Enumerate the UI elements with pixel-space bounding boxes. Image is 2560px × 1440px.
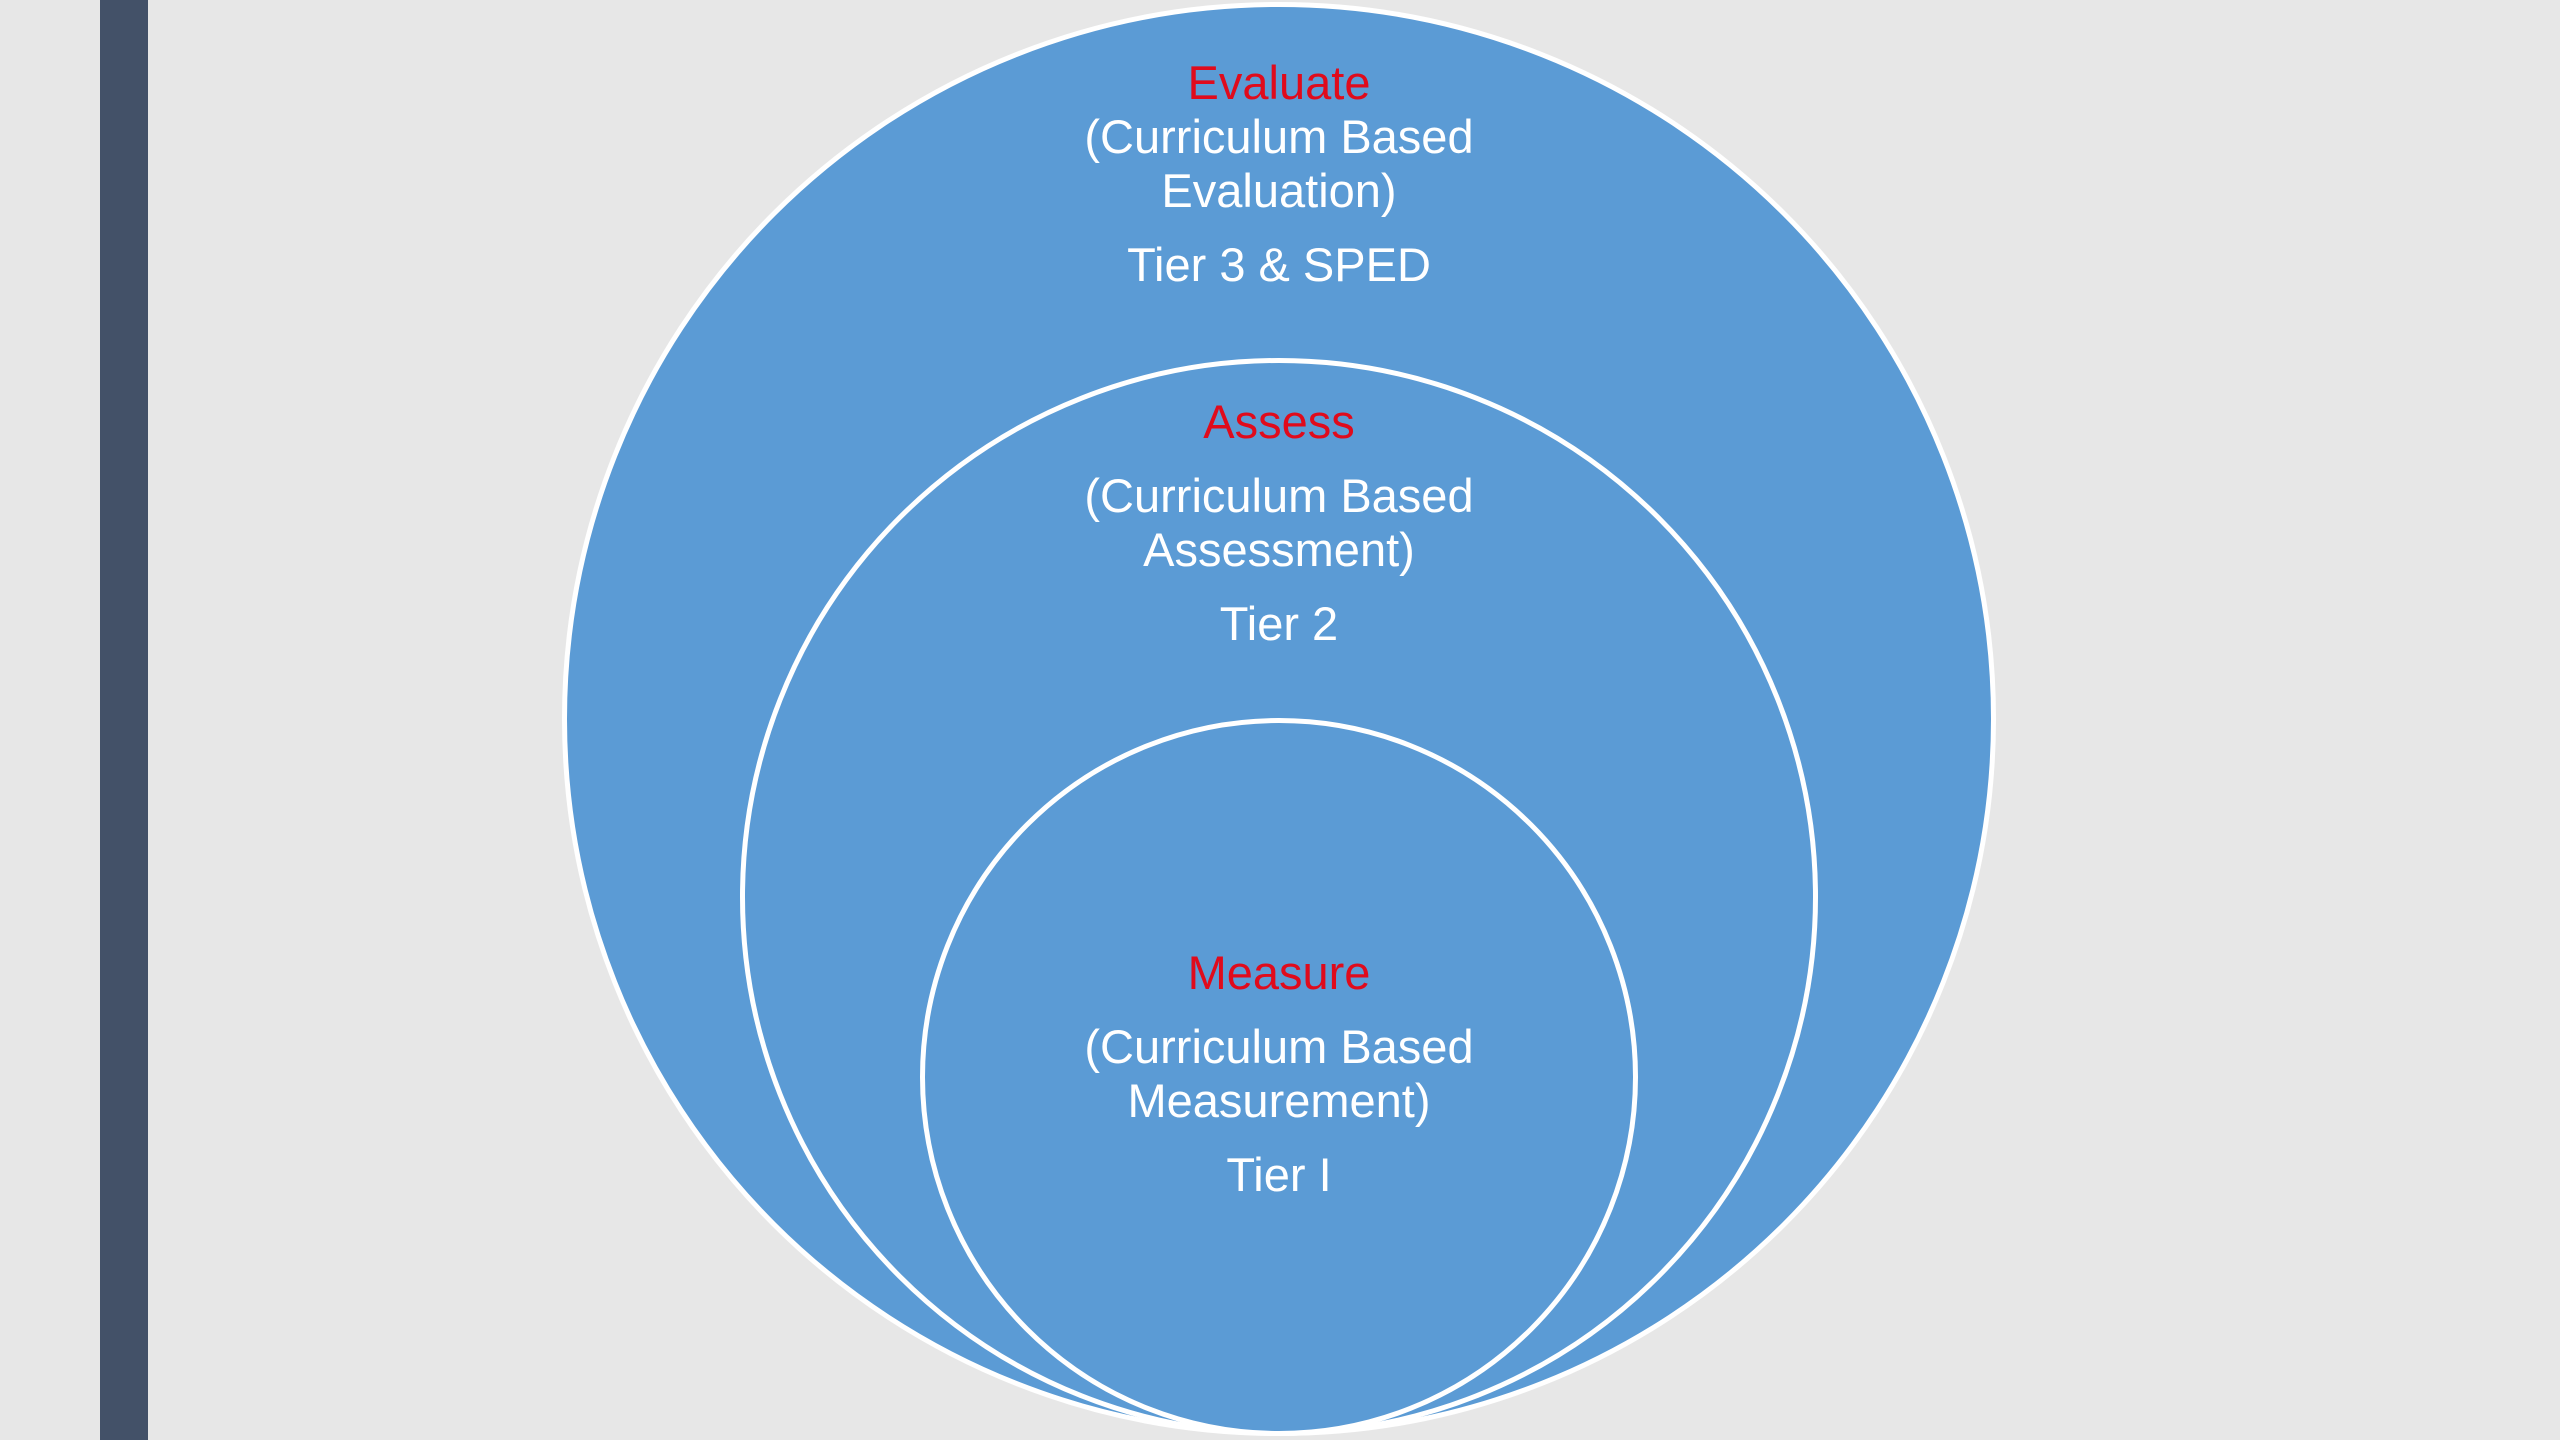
inner-circle-label: Measure (Curriculum Based Measurement) T…	[979, 946, 1579, 1202]
middle-circle-label: Assess (Curriculum Based Assessment) Tie…	[979, 395, 1579, 651]
outer-heading: Evaluate	[1187, 56, 1371, 109]
middle-description: (Curriculum Based Assessment)	[1084, 469, 1474, 576]
outer-circle-label: Evaluate (Curriculum Based Evaluation) T…	[979, 56, 1579, 292]
outer-description: (Curriculum Based Evaluation)	[1084, 110, 1474, 217]
accent-bar	[100, 0, 148, 1440]
middle-heading: Assess	[1203, 395, 1355, 448]
middle-tier: Tier 2	[1219, 597, 1339, 650]
inner-tier: Tier I	[1226, 1148, 1332, 1201]
outer-tier: Tier 3 & SPED	[1127, 238, 1431, 291]
inner-circle-measure	[920, 718, 1638, 1436]
inner-description: (Curriculum Based Measurement)	[1084, 1020, 1474, 1127]
inner-heading: Measure	[1187, 946, 1371, 999]
